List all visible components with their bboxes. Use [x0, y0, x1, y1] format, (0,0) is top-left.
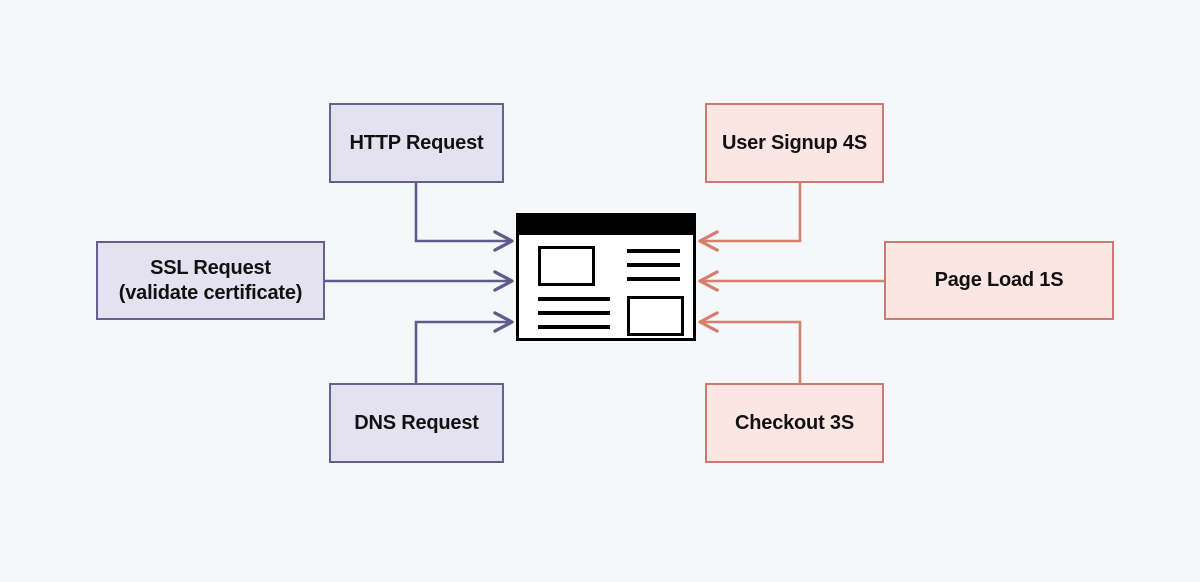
- node-ssl-request-line1: SSL Request: [150, 257, 271, 280]
- node-ssl-request[interactable]: SSL Request (validate certificate): [96, 241, 325, 320]
- image-placeholder-icon-bottom-right: [627, 296, 684, 336]
- node-dns-request-label: DNS Request: [354, 411, 479, 434]
- browser-content-area: [519, 235, 693, 338]
- node-checkout-label: Checkout 3S: [735, 411, 854, 434]
- browser-window-icon: [516, 213, 696, 341]
- node-user-signup-label: User Signup 4S: [721, 131, 867, 154]
- node-http-request[interactable]: HTTP Request: [329, 103, 504, 183]
- text-line-icon: [627, 249, 680, 253]
- node-dns-request[interactable]: DNS Request: [329, 383, 504, 463]
- node-user-signup[interactable]: User Signup 4S: [705, 103, 884, 183]
- node-http-request-label: HTTP Request: [349, 131, 484, 154]
- node-ssl-request-line2: (validate certificate): [118, 281, 303, 304]
- browser-titlebar: [519, 216, 693, 235]
- node-page-load-label: Page Load 1S: [934, 269, 1064, 292]
- text-line-icon: [538, 311, 610, 315]
- edge-http-to-browser: [414, 183, 514, 252]
- text-line-icon: [538, 325, 610, 329]
- text-line-icon: [627, 263, 680, 267]
- node-page-load[interactable]: Page Load 1S: [884, 241, 1114, 320]
- node-checkout[interactable]: Checkout 3S: [705, 383, 884, 463]
- edge-dns-to-browser: [414, 311, 514, 383]
- node-ssl-request-label: SSL Request (validate certificate): [118, 256, 303, 305]
- edge-checkout-to-browser: [698, 311, 802, 383]
- edge-signup-to-browser: [698, 183, 802, 252]
- text-line-icon: [538, 297, 610, 301]
- image-placeholder-icon-top-left: [538, 246, 595, 286]
- text-line-icon: [627, 277, 680, 281]
